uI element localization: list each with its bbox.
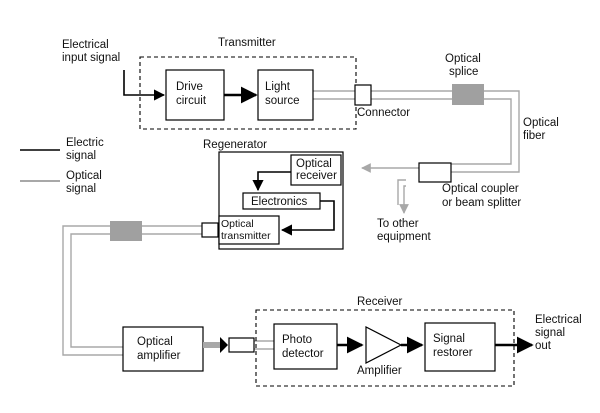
signal-restorer-label: Signal restorer [433, 333, 473, 359]
to-other-equipment-label: To other equipment [377, 218, 432, 243]
input-signal-line [123, 70, 166, 101]
amp-output-wedge [220, 337, 228, 353]
amplifier-label: Amplifier [357, 365, 402, 377]
connector-regen [201, 222, 219, 238]
amplifier-triangle [365, 326, 403, 364]
electrical-out-label: Electrical signal out [535, 314, 585, 352]
photo-detector-box [273, 323, 338, 370]
photo-detector-label: Photo detector [282, 334, 324, 360]
connector-receiver [228, 337, 255, 353]
regenerator: Regenerator Optical receiver Electronics… [203, 139, 344, 250]
connector-top [354, 84, 372, 106]
light-source-box [257, 69, 314, 121]
optical-fiber-label: Optical fiber [523, 117, 562, 142]
drive-circuit-label: Drive circuit [176, 81, 207, 107]
optical-fiber-paths [62, 90, 520, 356]
transmitter-title: Transmitter [218, 37, 276, 49]
optical-amplifier-box [122, 326, 204, 372]
receiver-title: Receiver [357, 296, 403, 308]
transmitter: Transmitter Drive circuit Light source E… [62, 37, 357, 130]
optical-splice-label: Optical splice [445, 53, 484, 78]
receiver-boundary [255, 309, 515, 387]
legend-electric-label: Electric signal [66, 137, 107, 162]
optical-amplifier-label: Optical amplifier [137, 336, 181, 362]
legend-optical-label: Optical signal [66, 170, 105, 195]
drive-circuit-box [165, 69, 225, 121]
electronics-to-transmitter-arrow [280, 200, 335, 236]
signal-restorer-box [424, 322, 496, 372]
optical-receiver-label: Optical receiver [296, 158, 337, 182]
electronics-label: Electronics [251, 196, 307, 208]
optical-transmitter-label: Optical transmitter [221, 218, 271, 242]
optical-receiver-box [290, 154, 342, 186]
legend: Electric signal Optical signal [20, 137, 107, 195]
electrical-input-label: Electrical input signal [62, 39, 120, 64]
optical-splice-left [110, 221, 142, 241]
receiver-to-electronics-arrow [252, 171, 291, 192]
optical-splice-top [452, 84, 484, 105]
connector-label: Connector [357, 107, 410, 119]
regenerator-title: Regenerator [203, 139, 267, 151]
optical-coupler-box [418, 162, 452, 183]
light-source-label: Light source [265, 81, 300, 107]
receiver: Receiver Photo detector Amplifier Signal… [255, 296, 515, 387]
optical-transmitter-box [218, 215, 280, 245]
optical-coupler-label: Optical coupler or beam splitter [442, 183, 522, 209]
